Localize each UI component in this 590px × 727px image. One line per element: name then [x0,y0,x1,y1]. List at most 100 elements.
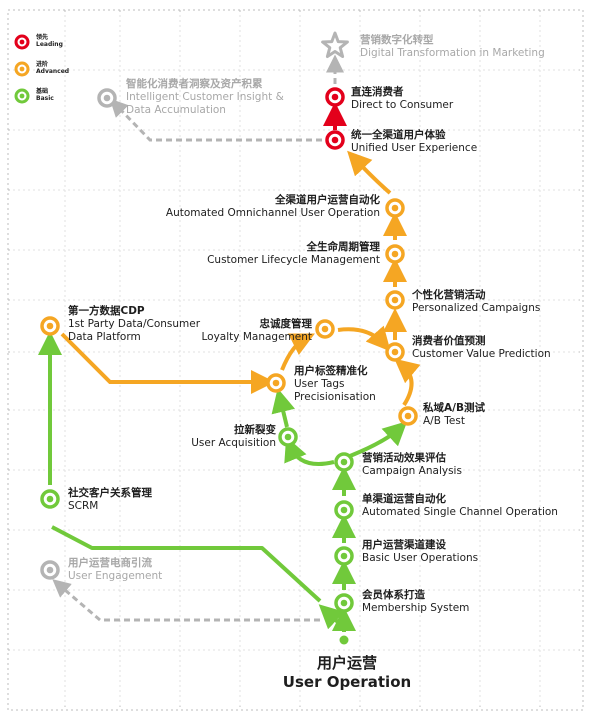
future-connectors [52,54,344,622]
label-acquisition: 拉新裂变 User Acquisition [191,424,276,450]
single-channel-node [334,500,354,520]
label-lifecycle: 全生命周期管理 Customer Lifecycle Management [207,241,380,267]
label-zh: 统一全渠道用户体验 [351,129,446,141]
value-prediction-node [385,342,405,362]
label-en: Data Accumulation [126,104,226,117]
label-en: User Engagement [68,570,163,583]
loyalty-node [315,319,335,339]
label-en: Unified User Experience [351,142,478,155]
personalized-node [385,290,405,310]
label-membership: 会员体系打造 Membership System [362,589,469,615]
title-en: User Operation [282,673,412,691]
label-scrm: 社交客户关系管理 SCRM [68,487,152,513]
label-digital-transformation: 营销数字化转型 Digital Transformation in Market… [360,34,545,60]
legend-en: Basic [36,95,54,102]
legend-zh: 进阶 [36,61,49,69]
label-zh: 第一方数据CDP [68,305,145,317]
tags-node [266,373,286,393]
label-insight-accumulation: 智能化消费者洞察及资产积累 Intelligent Customer Insig… [126,78,284,117]
label-direct-to-consumer: 直连消费者 Direct to Consumer [351,86,453,112]
label-en: Automated Omnichannel User Operation [165,207,380,220]
label-en: Personalized Campaigns [412,302,541,315]
label-en: Data Platform [68,331,141,344]
legend-zh: 领先 [36,34,49,42]
label-en: Basic User Operations [362,552,479,565]
label-zh: 社交客户关系管理 [68,487,152,499]
label-ab-test: 私域A/B测试 A/B Test [423,402,485,428]
legend-zh: 基础 [36,88,49,96]
diagram-title: 用户运营 User Operation [262,652,432,691]
label-zh: 拉新裂变 [234,424,276,436]
scrm-node [40,489,60,509]
leading-level-icon [14,34,30,50]
label-en: A/B Test [423,415,465,428]
advanced-level-icon [14,61,30,77]
label-zh: 直连消费者 [351,86,404,98]
basic-operations-node [334,546,354,566]
label-value-prediction: 消费者价值预测 Customer Value Prediction [412,335,551,361]
label-personalized: 个性化营销活动 Personalized Campaigns [412,289,540,315]
label-en: Intelligent Customer Insight & [126,91,284,104]
advanced-connectors [60,150,421,407]
label-en: Customer Value Prediction [412,348,551,361]
label-campaign-analysis: 营销活动效果评估 Campaign Analysis [362,452,462,478]
acquisition-node [278,427,298,447]
insight-accumulation-node [97,88,117,108]
milestone-nodes [40,31,418,613]
membership-node [334,593,354,613]
label-basic-operations: 用户运营渠道建设 Basic User Operations [362,539,478,565]
label-zh: 用户标签精准化 [294,365,368,377]
label-zh: 智能化消费者洞察及资产积累 [126,78,263,90]
label-omnichannel-automation: 全渠道用户运营自动化 Automated Omnichannel User Op… [166,194,380,220]
label-zh: 全生命周期管理 [306,241,381,253]
star-icon [321,31,349,58]
label-tags: 用户标签精准化 User Tags Precisionisation [294,365,376,404]
label-en: SCRM [68,500,99,513]
label-zh: 消费者价值预测 [412,335,486,347]
label-zh: 用户运营渠道建设 [362,539,446,551]
legend-en: Leading [36,41,63,48]
label-zh: 营销数字化转型 [360,34,434,46]
label-en: Direct to Consumer [351,99,454,112]
label-cdp: 第一方数据CDP 1st Party Data/Consumer Data Pl… [68,305,200,344]
label-zh: 忠诚度管理 [259,318,313,330]
label-en: Loyalty Management [201,331,313,344]
label-en: Digital Transformation in Marketing [360,47,545,60]
legend-en: Advanced [36,68,70,75]
direct-to-consumer-node [325,87,345,107]
engagement-node [40,560,60,580]
label-en: Campaign Analysis [362,465,462,478]
label-zh: 会员体系打造 [362,589,425,601]
label-zh: 个性化营销活动 [412,289,486,301]
label-en: Automated Single Channel Operation [362,506,558,519]
campaign-analysis-node [334,452,354,472]
label-zh: 营销活动效果评估 [362,452,446,464]
ab-test-node [398,406,418,426]
label-single-channel: 单渠道运营自动化 Automated Single Channel Operat… [362,493,558,519]
unified-experience-node [325,130,345,150]
label-en: User Tags [294,378,345,391]
label-zh: 用户运营电商引流 [68,557,152,569]
label-en: Precisionisation [294,391,376,404]
label-en: Customer Lifecycle Management [207,254,380,267]
label-en: User Acquisition [191,437,276,450]
label-zh: 单渠道运营自动化 [362,493,446,505]
label-unified-experience: 统一全渠道用户体验 Unified User Experience [351,129,477,155]
label-zh: 全渠道用户运营自动化 [275,194,380,206]
label-engagement: 用户运营电商引流 User Engagement [68,557,162,583]
label-en: 1st Party Data/Consumer [68,318,201,331]
omnichannel-automation-node [385,198,405,218]
label-loyalty: 忠诚度管理 Loyalty Management [202,318,313,344]
label-en: Membership System [362,602,470,615]
title-zh: 用户运营 [316,654,377,672]
cdp-node [40,316,60,336]
label-zh: 私域A/B测试 [423,402,485,414]
basic-level-icon [14,88,30,104]
basic-connectors [38,331,408,632]
lifecycle-node [385,244,405,264]
